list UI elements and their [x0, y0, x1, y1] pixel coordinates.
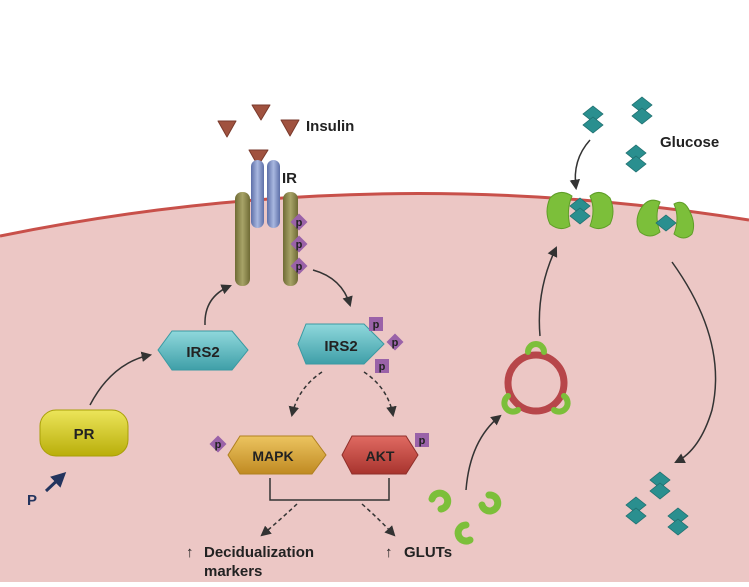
arrow-receptor-to-irs2p — [312, 269, 353, 308]
svg-text:p: p — [215, 439, 222, 451]
arrow-vesicle-to-membrane — [538, 246, 558, 337]
akt-protein: AKT p — [341, 433, 429, 475]
svg-text:p: p — [419, 435, 426, 447]
decidualization-label-line1: Decidualization — [204, 544, 314, 561]
decidualization-up-arrow: ↑ — [186, 544, 194, 561]
pr-label: PR — [74, 426, 95, 443]
extracellular-glucose — [582, 96, 653, 173]
insulin-receptor — [235, 160, 298, 286]
arrow-p-to-pr — [44, 471, 67, 493]
insulin-molecules — [217, 104, 300, 167]
svg-text:p: p — [379, 361, 386, 373]
mapk-akt-bracket — [269, 478, 390, 501]
arrow-pr-to-irs2 — [89, 351, 153, 406]
glut-vesicle — [501, 341, 571, 415]
membrane-glut-transporters — [546, 192, 695, 239]
insulin-label: Insulin — [306, 118, 354, 135]
irs2p-label: IRS2 — [324, 338, 357, 355]
svg-text:p: p — [296, 261, 303, 273]
irs2-label: IRS2 — [186, 344, 219, 361]
intracellular-glucose — [625, 471, 689, 536]
gluts-label: GLUTs — [404, 544, 452, 561]
glucose-label: Glucose — [660, 134, 719, 151]
arrow-glut-to-intracellular-glucose — [671, 261, 717, 463]
receptor-phospho-groups: p p p — [290, 213, 308, 275]
pr-protein: PR — [39, 409, 129, 457]
cytoplasm — [0, 193, 749, 582]
irs2-protein: IRS2 — [157, 330, 249, 371]
arrow-irs2-to-receptor — [204, 284, 232, 326]
cell-membrane — [0, 192, 749, 238]
svg-text:p: p — [373, 319, 380, 331]
arrow-to-decidualization — [260, 503, 298, 537]
svg-text:p: p — [296, 239, 303, 251]
akt-label: AKT — [366, 448, 395, 464]
arrow-gluts-to-vesicle — [465, 414, 502, 491]
progesterone-label: P — [27, 492, 37, 509]
gluts-up-arrow: ↑ — [385, 544, 393, 561]
ir-label: IR — [282, 170, 297, 187]
decidualization-label-line2: markers — [204, 563, 262, 580]
svg-text:p: p — [296, 217, 303, 229]
arrow-to-gluts — [361, 503, 396, 537]
svg-text:p: p — [392, 337, 399, 349]
arrow-irs2p-to-mapk — [288, 371, 323, 418]
mapk-label: MAPK — [252, 448, 293, 464]
cytosolic-glut-pieces — [428, 489, 502, 545]
arrow-glucose-to-glut — [569, 139, 591, 191]
